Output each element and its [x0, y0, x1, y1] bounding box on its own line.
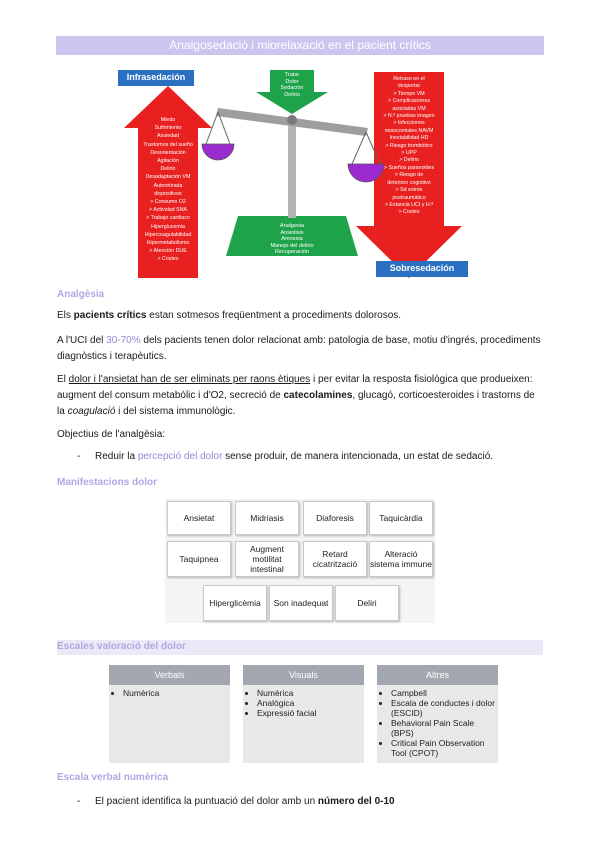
pain-scales-table: Verbals Numèrica Visuals Numèrica Analòg… — [109, 665, 498, 765]
manifestation-box: Augment motilitat intestinal — [235, 541, 299, 577]
scale-item: Escala de conductes i dolor (ESCID) — [391, 698, 498, 718]
balance-diagram — [118, 70, 468, 278]
paragraph-1: Els pacients crítics estan sotmesos freq… — [57, 310, 402, 321]
scale-column-altres: Altres Campbell Escala de conductes i do… — [377, 665, 498, 763]
infrasedation-label: Infrasedación — [126, 72, 186, 82]
document-title: Analgosedació i miorelaxació en el pacie… — [56, 36, 544, 55]
balance-pillar — [288, 122, 296, 218]
scale-column-visuals: Visuals Numèrica Analògica Expressió fac… — [243, 665, 364, 763]
manifestation-box: Taquipnea — [167, 541, 231, 577]
oversedation-arrow — [356, 72, 462, 278]
oversedation-label-box — [376, 261, 468, 277]
section-heading-escala-verbal: Escala verbal numèrica — [57, 772, 169, 783]
balance-pivot — [287, 115, 297, 125]
section-heading-escales: Escales valoració del dolor — [57, 641, 186, 652]
treat-arrow — [256, 70, 328, 114]
scale-item: Numèrica — [257, 688, 364, 698]
bullet-dash-2: - — [77, 796, 81, 807]
paragraph-3: El dolor i l'ansietat han de ser elimina… — [57, 374, 535, 417]
right-pan — [347, 163, 385, 183]
infrasedation-label-box — [118, 70, 194, 86]
bullet-text-1: Reduir la percepció del dolor sense prod… — [95, 451, 494, 462]
manifestation-box: Hiperglicèmia — [203, 585, 267, 621]
manifestation-box: Alteració sistema immune — [369, 541, 433, 577]
scale-item: Numèrica — [123, 688, 230, 698]
section-band-escales: Escales valoració del dolor — [57, 640, 543, 655]
section-heading-analgesia: Analgèsia — [57, 289, 105, 300]
paragraph-2: A l'UCI del 30-70% dels pacients tenen d… — [57, 335, 541, 362]
manifestation-box: Ansietat — [167, 501, 231, 535]
manifestation-box: Retard cicatrització — [303, 541, 367, 577]
scale-item: Expressió facial — [257, 708, 364, 718]
left-pan — [201, 143, 235, 161]
scale-item: Analògica — [257, 698, 364, 708]
manifestation-box: Deliri — [335, 585, 399, 621]
scale-column-verbals: Verbals Numèrica — [109, 665, 230, 763]
manifestation-box: Diaforesis — [303, 501, 367, 535]
manifestation-box: Son inadequat — [269, 585, 333, 621]
manifestation-box: Midriasis — [235, 501, 299, 535]
oversedation-label: Sobresedación — [389, 263, 455, 273]
scale-column-header: Altres — [377, 665, 498, 685]
scale-column-header: Verbals — [109, 665, 230, 685]
manifestation-box: Taquicàrdia — [369, 501, 433, 535]
paragraph-4: Objectius de l'analgèsia: — [57, 429, 166, 440]
section-heading-manifestacions: Manifestacions dolor — [57, 477, 158, 488]
scale-column-header: Visuals — [243, 665, 364, 685]
balance-base — [226, 216, 358, 256]
bullet-text-2: El pacient identifica la puntuació del d… — [95, 796, 395, 807]
scale-item: Campbell — [391, 688, 498, 698]
infrasedation-arrow — [124, 86, 212, 278]
bullet-dash-1: - — [77, 451, 81, 462]
scale-item: Behavioral Pain Scale (BPS) — [391, 718, 498, 738]
scale-item: Critical Pain Observation Tool (CPOT) — [391, 738, 498, 758]
manifestations-grid: Ansietat Midriasis Diaforesis Taquicàrdi… — [165, 499, 435, 623]
